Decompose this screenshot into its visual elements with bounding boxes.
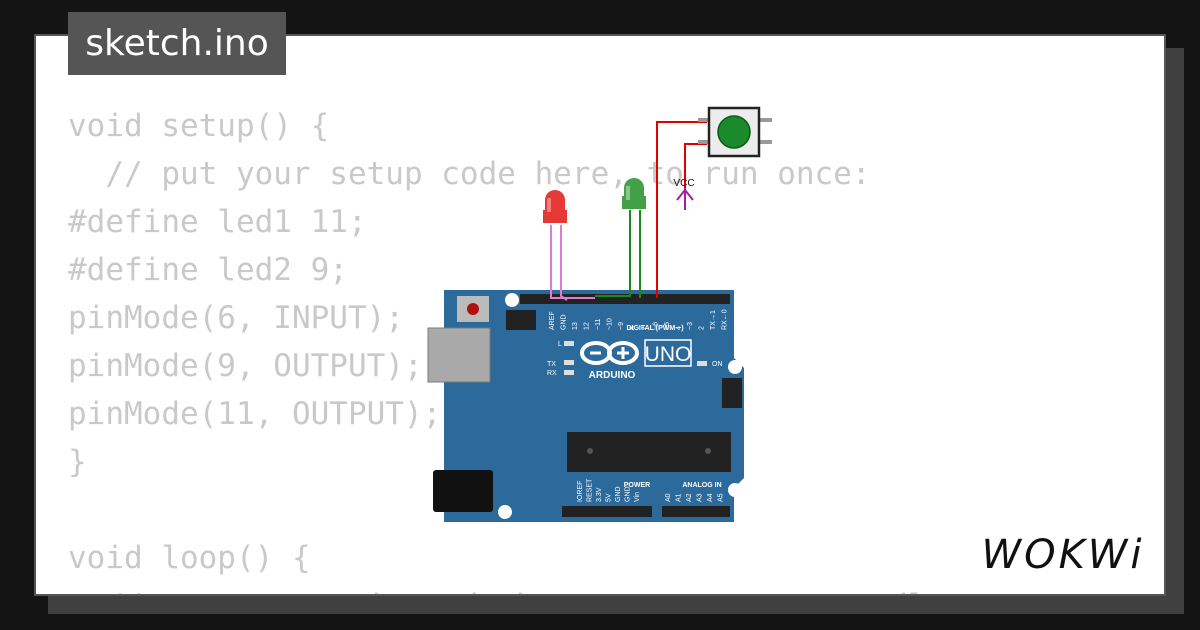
analog-header: [662, 506, 730, 517]
pin-label: GND: [615, 486, 622, 502]
vcc-arrow-icon: [676, 188, 694, 210]
pin-label: A2: [686, 493, 693, 502]
l-led: [564, 341, 574, 346]
wire-button-to-pin6[interactable]: [656, 121, 707, 298]
pin-label: A0: [665, 493, 672, 502]
button-leg: [698, 118, 710, 122]
atmega-chip: [567, 432, 731, 472]
analog-label: ANALOG IN: [682, 482, 721, 489]
power-label: POWER: [624, 482, 650, 489]
wire-red-led-anode[interactable]: [550, 225, 595, 299]
pin-label: RX←0: [722, 309, 729, 330]
mounting-hole: [728, 360, 742, 374]
pin-label: 7: [641, 326, 648, 330]
arduino-logo-icon: [580, 341, 639, 365]
chip-dot: [705, 448, 711, 454]
pin-label: 8: [630, 326, 637, 330]
vcc-label: VCC: [673, 178, 694, 189]
button-leg: [698, 140, 710, 144]
pin-label: ~6: [653, 322, 660, 330]
code-line: #define led1 11;: [68, 204, 367, 240]
arduino-uno-board[interactable]: UNO ARDUINO DIGITAL (PWM ~) L TX RX ON P…: [427, 290, 744, 522]
tx-led: [564, 360, 574, 365]
code-line: void setup() {: [68, 108, 330, 144]
pin-label: AREF: [549, 311, 556, 330]
green-led-base: [622, 196, 646, 209]
pin-label: GND: [625, 486, 632, 502]
wire-red-led-cathode[interactable]: [560, 225, 568, 301]
digital-header: [520, 294, 730, 304]
button-cap[interactable]: [717, 115, 751, 149]
code-line: pinMode(6, INPUT);: [68, 300, 404, 336]
pin-label: 12: [584, 322, 591, 330]
mounting-hole: [498, 505, 512, 519]
pin-label: 2: [699, 326, 706, 330]
board-model-label: UNO: [645, 343, 692, 366]
pin-label: ~11: [595, 319, 602, 330]
rx-led: [564, 370, 574, 375]
wire-green-led-anode[interactable]: [595, 210, 631, 297]
code-editor[interactable]: void setup() { // put your setup code he…: [68, 102, 964, 594]
code-line: }: [68, 444, 87, 480]
power-jack: [433, 470, 493, 512]
rx-label: RX: [547, 370, 557, 377]
pin-label: A4: [707, 493, 714, 502]
uno-box: [644, 339, 692, 367]
on-label: ON: [712, 361, 723, 368]
pin-label: Vin: [634, 492, 641, 502]
code-line: pinMode(11, OUTPUT);: [68, 396, 442, 432]
pin-label: RESET: [587, 478, 594, 502]
green-led[interactable]: [622, 178, 646, 209]
red-led-base: [543, 210, 567, 223]
code-line: #define led2 9;: [68, 252, 348, 288]
red-led-shine: [547, 198, 551, 212]
icsp-header-right: [722, 378, 742, 408]
on-led: [697, 361, 707, 366]
code-line: // put your main code here, to run repea…: [68, 582, 964, 594]
green-led-shine: [626, 186, 630, 200]
pin-label: GND: [561, 314, 568, 330]
tx-label: TX: [547, 361, 556, 368]
pin-label: A3: [697, 493, 704, 502]
usb-port: [427, 327, 491, 383]
code-line: void loop() {: [68, 540, 311, 576]
button-leg: [758, 118, 772, 122]
digital-label: DIGITAL (PWM ~): [626, 325, 683, 332]
reset-button-cap[interactable]: [467, 303, 479, 315]
mounting-hole: [505, 293, 519, 307]
icsp-header: [506, 310, 536, 330]
filename-tab[interactable]: sketch.ino: [68, 12, 286, 75]
wokwi-logo[interactable]: WOKWi: [975, 528, 1151, 578]
pin-label: A5: [718, 493, 725, 502]
pin-label: 3.3V: [596, 487, 603, 502]
code-line: // put your setup code here, to run once…: [68, 156, 871, 192]
red-led[interactable]: [543, 190, 567, 223]
chip-dot: [587, 448, 593, 454]
pin-label: TX→1: [710, 310, 717, 330]
pin-label: ~3: [687, 322, 694, 330]
button-leg: [758, 140, 772, 144]
mounting-hole: [728, 483, 742, 497]
pin-label: ~5: [664, 322, 671, 330]
l-label: L: [558, 341, 562, 348]
wokwi-logo-text: WOKWi: [982, 532, 1145, 578]
pin-label: IOREF: [577, 481, 584, 502]
pin-label: ~10: [607, 318, 614, 330]
pin-label: ~9: [618, 322, 625, 330]
power-header: [562, 506, 652, 517]
brand-label: ARDUINO: [589, 370, 636, 381]
code-line: pinMode(9, OUTPUT);: [68, 348, 423, 384]
wires: [550, 121, 707, 301]
vcc-symbol: VCC: [673, 178, 695, 210]
pushbutton[interactable]: [698, 106, 772, 158]
pin-label: 4: [676, 326, 683, 330]
pin-label: 5V: [606, 493, 613, 502]
pin-label: 13: [572, 322, 579, 330]
pin-label: A1: [676, 493, 683, 502]
